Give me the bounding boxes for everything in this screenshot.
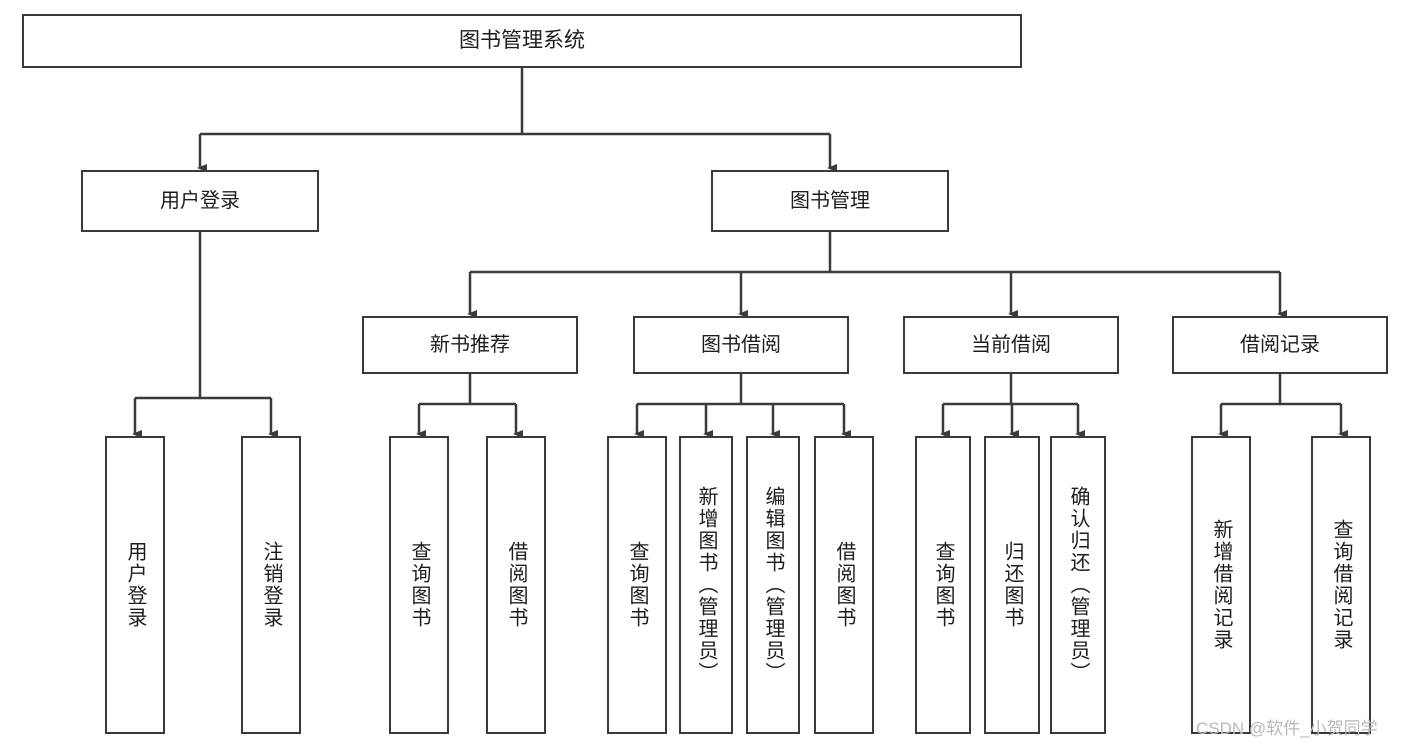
node-box-leaf-8[interactable]: 借阅图书: [814, 436, 874, 734]
node-label-leaf-13: 查询借阅记录: [1330, 519, 1352, 651]
node-label-leaf-5: 查询图书: [626, 541, 648, 629]
node-label-login: 用户登录: [160, 189, 240, 212]
node-label-leaf-4: 借阅图书: [505, 541, 527, 629]
node-box-records[interactable]: 借阅记录: [1172, 316, 1388, 374]
node-box-leaf-6[interactable]: 新增图书（管理员）: [679, 436, 733, 734]
node-box-leaf-1[interactable]: 用户登录: [105, 436, 165, 734]
node-label-leaf-6: 新增图书（管理员）: [695, 486, 717, 684]
node-label-leaf-2: 注销登录: [260, 541, 282, 629]
node-label-leaf-8: 借阅图书: [833, 541, 855, 629]
node-label-newbook: 新书推荐: [430, 333, 510, 356]
node-box-leaf-5[interactable]: 查询图书: [607, 436, 667, 734]
node-label-borrow: 图书借阅: [701, 333, 781, 356]
node-box-leaf-9[interactable]: 查询图书: [915, 436, 971, 734]
node-box-newbook[interactable]: 新书推荐: [362, 316, 578, 374]
node-box-leaf-2[interactable]: 注销登录: [241, 436, 301, 734]
node-box-leaf-13[interactable]: 查询借阅记录: [1311, 436, 1371, 734]
node-box-bookmgmt[interactable]: 图书管理: [711, 170, 949, 232]
node-box-borrow[interactable]: 图书借阅: [633, 316, 849, 374]
node-label-leaf-11: 确认归还（管理员）: [1067, 486, 1089, 684]
node-label-leaf-7: 编辑图书（管理员）: [762, 486, 784, 684]
node-label-bookmgmt: 图书管理: [790, 189, 870, 212]
node-box-leaf-10[interactable]: 归还图书: [984, 436, 1040, 734]
connector-group: [132, 68, 1348, 438]
node-box-leaf-7[interactable]: 编辑图书（管理员）: [746, 436, 800, 734]
node-label-current: 当前借阅: [971, 333, 1051, 356]
node-label-records: 借阅记录: [1240, 333, 1320, 356]
node-label-leaf-12: 新增借阅记录: [1210, 519, 1232, 651]
node-label-root: 图书管理系统: [459, 29, 585, 53]
node-box-login[interactable]: 用户登录: [81, 170, 319, 232]
node-box-leaf-4[interactable]: 借阅图书: [486, 436, 546, 734]
node-label-leaf-1: 用户登录: [124, 541, 146, 629]
node-box-leaf-12[interactable]: 新增借阅记录: [1191, 436, 1251, 734]
node-box-leaf-11[interactable]: 确认归还（管理员）: [1050, 436, 1106, 734]
node-label-leaf-9: 查询图书: [932, 541, 954, 629]
node-label-leaf-10: 归还图书: [1001, 541, 1023, 629]
node-box-current[interactable]: 当前借阅: [903, 316, 1119, 374]
node-box-leaf-3[interactable]: 查询图书: [389, 436, 449, 734]
node-box-root[interactable]: 图书管理系统: [22, 14, 1022, 68]
node-label-leaf-3: 查询图书: [408, 541, 430, 629]
